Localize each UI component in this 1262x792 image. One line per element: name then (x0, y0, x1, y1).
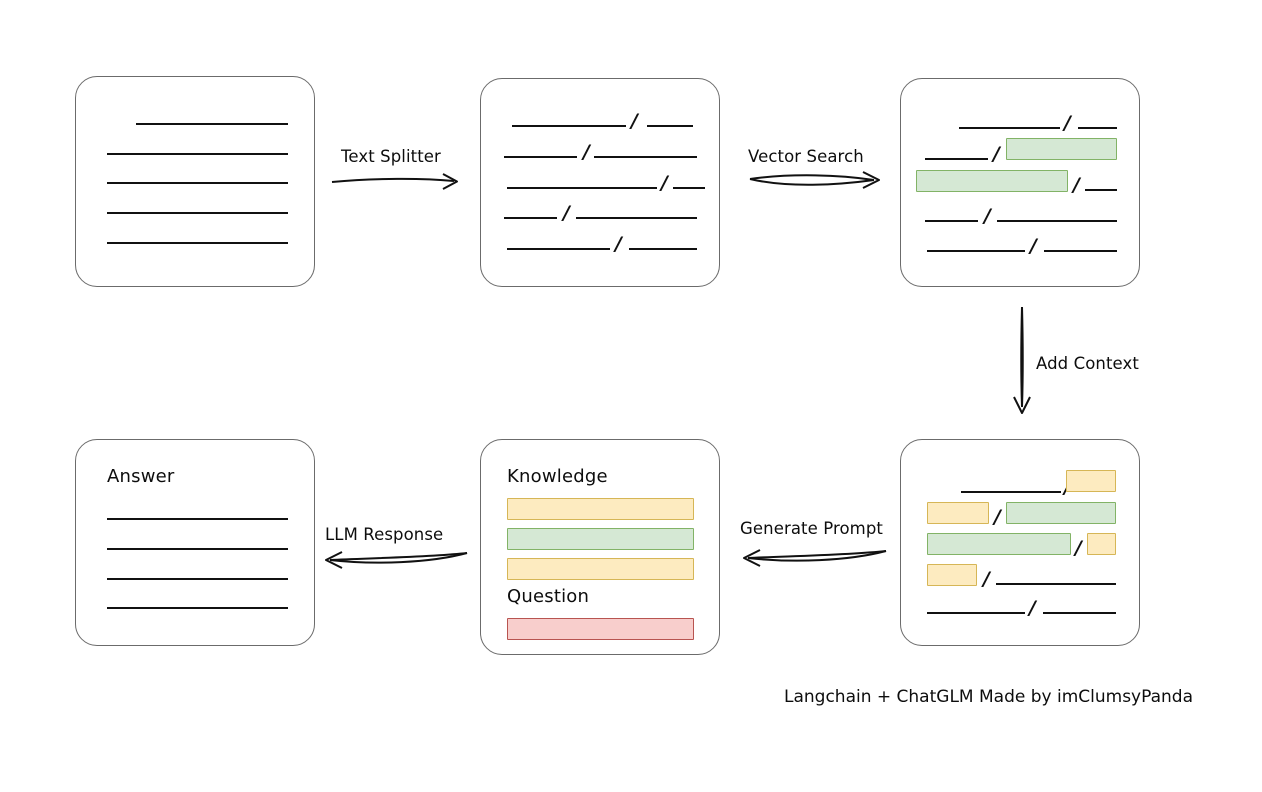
chunk-slash: / (1075, 537, 1082, 559)
prompt-question-chunk-red[interactable] (507, 618, 694, 640)
chunk-line (507, 187, 657, 189)
chunk-slash: / (994, 506, 1001, 528)
context-chunk-yellow[interactable] (1087, 533, 1116, 555)
edge-arrow-text-splitter (331, 173, 458, 190)
chunk-line (507, 248, 610, 250)
retrieved-chunk-green[interactable] (916, 170, 1068, 192)
chunk-line (961, 491, 1061, 493)
chunk-slash: / (1064, 112, 1071, 134)
chunk-slash: / (984, 205, 991, 227)
split-chunks-box[interactable]: / / / / / (480, 78, 720, 287)
edge-label-llm-response: LLM Response (325, 525, 444, 544)
chunk-line (1044, 250, 1117, 252)
attribution-note: Langchain + ChatGLM Made by imClumsyPand… (784, 687, 1193, 707)
edge-label-add-context: Add Context (1036, 354, 1139, 373)
chunk-line (576, 217, 697, 219)
edge-label-vector-search: Vector Search (748, 147, 864, 166)
chunk-slash: / (983, 568, 990, 590)
chunk-line (629, 248, 697, 250)
answer-box[interactable]: Answer (75, 439, 315, 646)
chunk-line (647, 125, 693, 127)
prompt-knowledge-chunk-green[interactable] (507, 528, 694, 550)
chunk-slash: / (1029, 597, 1036, 619)
chunk-slash: / (661, 172, 668, 194)
context-chunk-yellow[interactable] (1066, 470, 1116, 492)
chunk-line (512, 125, 626, 127)
chunk-line (996, 583, 1116, 585)
chunk-line (997, 220, 1117, 222)
answer-line (107, 607, 288, 609)
answer-line (107, 548, 288, 550)
chunk-line (925, 158, 988, 160)
retrieved-chunk-green[interactable] (927, 533, 1071, 555)
knowledge-label: Knowledge (507, 466, 608, 487)
context-chunk-yellow[interactable] (927, 502, 989, 524)
chunk-line (504, 156, 577, 158)
edge-label-generate-prompt: Generate Prompt (740, 519, 883, 538)
answer-label: Answer (107, 466, 175, 487)
doc-line (136, 123, 288, 125)
source-document-box[interactable] (75, 76, 315, 287)
prompt-knowledge-chunk-yellow[interactable] (507, 498, 694, 520)
context-chunk-yellow[interactable] (927, 564, 977, 586)
retrieved-chunk-green[interactable] (1006, 502, 1116, 524)
chunk-line (925, 220, 978, 222)
generated-prompt-box[interactable]: Knowledge Question (480, 439, 720, 655)
vector-search-results-box[interactable]: / / / / / (900, 78, 1140, 287)
prompt-knowledge-chunk-yellow[interactable] (507, 558, 694, 580)
edge-arrow-add-context (1013, 306, 1031, 414)
doc-line (107, 153, 288, 155)
chunk-slash: / (1073, 174, 1080, 196)
answer-line (107, 518, 288, 520)
context-added-box[interactable]: / / / / / (900, 439, 1140, 646)
chunk-line (1078, 127, 1117, 129)
chunk-slash: / (583, 141, 590, 163)
chunk-line (959, 127, 1060, 129)
doc-line (107, 212, 288, 214)
chunk-slash: / (993, 143, 1000, 165)
edge-label-text-splitter: Text Splitter (341, 147, 441, 166)
doc-line (107, 242, 288, 244)
chunk-slash: / (631, 110, 638, 132)
chunk-slash: / (615, 233, 622, 255)
chunk-line (594, 156, 697, 158)
chunk-line (1085, 189, 1117, 191)
chunk-line (927, 250, 1025, 252)
edge-arrow-llm-response (325, 551, 468, 569)
chunk-line (504, 217, 557, 219)
chunk-line (1043, 612, 1116, 614)
edge-arrow-vector-search (749, 171, 880, 189)
retrieved-chunk-green[interactable] (1006, 138, 1117, 160)
doc-line (107, 182, 288, 184)
question-label: Question (507, 586, 590, 607)
chunk-line (673, 187, 705, 189)
chunk-slash: / (563, 202, 570, 224)
chunk-slash: / (1030, 235, 1037, 257)
answer-line (107, 578, 288, 580)
chunk-line (927, 612, 1025, 614)
edge-arrow-generate-prompt (743, 549, 887, 567)
